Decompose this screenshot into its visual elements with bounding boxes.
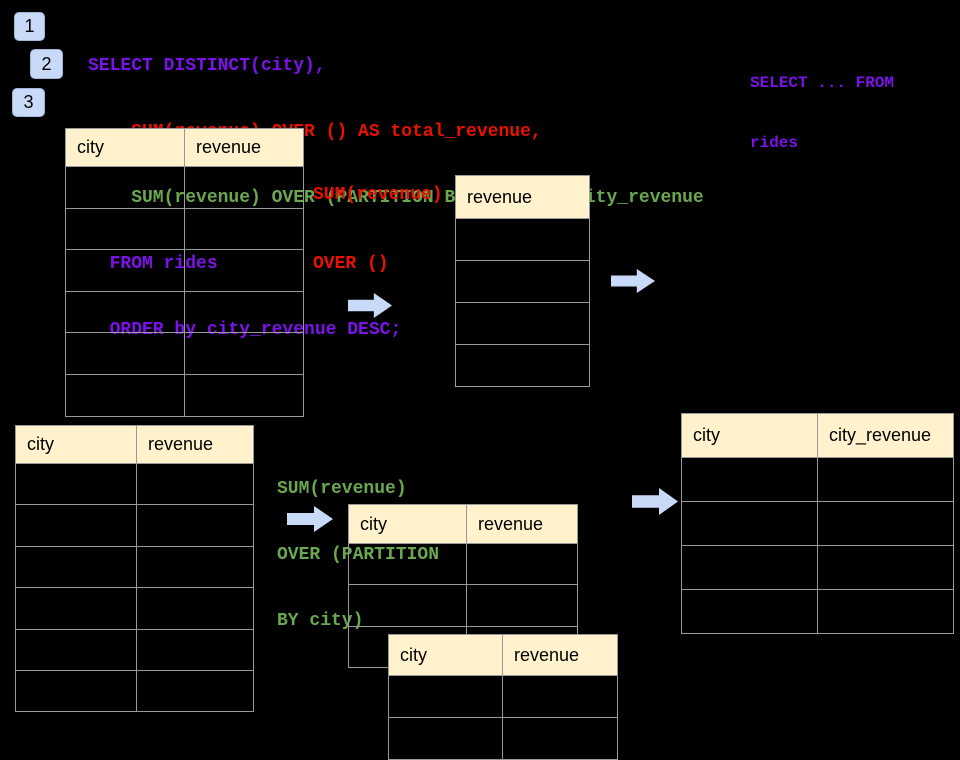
table-cell — [682, 502, 818, 546]
sql-line-from: FROM rides — [88, 254, 218, 274]
column-header-revenue: revenue — [467, 505, 578, 544]
table-cell — [349, 544, 467, 586]
table-source-rides-top: city revenue — [65, 128, 304, 417]
table-cell — [16, 629, 137, 671]
table-cell — [349, 585, 467, 627]
table-cell — [66, 250, 185, 292]
table-cell — [818, 546, 954, 590]
step-badge-2: 2 — [30, 49, 63, 79]
table-cell — [503, 718, 618, 760]
table-cell — [16, 588, 137, 630]
table-cell — [137, 546, 254, 589]
table-cell — [682, 590, 818, 634]
label-line: SUM(revenue) — [313, 185, 443, 205]
table-source-rides-bottom: city revenue — [15, 425, 254, 713]
table-cell — [503, 676, 618, 718]
table-cell — [16, 505, 137, 547]
label-line: SUM(revenue) — [277, 479, 407, 499]
column-header-revenue: revenue — [137, 426, 254, 464]
sql-line-select: SELECT DISTINCT(city), — [88, 56, 326, 76]
step-badge-1: 1 — [14, 12, 45, 41]
table-cell — [456, 303, 590, 345]
column-header-city: city — [682, 414, 818, 458]
table-total-revenue-result: revenue — [455, 175, 590, 387]
table-cell — [456, 261, 590, 303]
table-cell — [389, 718, 503, 760]
label-sum-over-all: SUM(revenue) OVER () — [313, 138, 443, 299]
table-cell — [66, 208, 185, 251]
table-cell — [137, 629, 254, 671]
table-cell — [185, 250, 304, 292]
table-cell — [682, 546, 818, 590]
table-cell — [818, 458, 954, 502]
table-cell — [137, 588, 254, 630]
table-cell — [185, 208, 304, 251]
step-badge-3: 3 — [12, 88, 45, 117]
table-cell — [456, 345, 590, 387]
sql-line-order: ORDER by city_revenue DESC; — [88, 320, 402, 340]
table-cell — [818, 502, 954, 546]
table-cell — [16, 546, 137, 589]
table-cell — [185, 291, 304, 334]
column-header-revenue: revenue — [503, 635, 618, 676]
table-partition-group-1: city revenue — [348, 504, 578, 668]
column-header-city-revenue: city_revenue — [818, 414, 954, 458]
table-cell — [16, 464, 137, 506]
table-city-revenue-result: city city_revenue — [681, 413, 954, 634]
flow-arrow-icon — [287, 506, 333, 532]
table-cell — [467, 544, 578, 586]
column-header-city: city — [66, 129, 185, 167]
label-sum-over-partition: SUM(revenue) OVER (PARTITION BY city) — [277, 434, 439, 654]
table-cell — [185, 167, 304, 209]
table-cell — [137, 670, 254, 713]
column-header-revenue: revenue — [185, 129, 304, 167]
table-cell — [66, 291, 185, 334]
snippet-line: rides — [750, 134, 799, 152]
table-cell — [389, 676, 503, 718]
table-cell — [682, 458, 818, 502]
table-cell — [185, 374, 304, 417]
column-header-city: city — [16, 426, 137, 464]
table-cell — [66, 374, 185, 417]
flow-arrow-icon — [611, 269, 655, 293]
flow-arrow-icon — [348, 293, 392, 318]
table-cell — [137, 505, 254, 547]
label-line: OVER (PARTITION — [277, 545, 440, 565]
table-partition-group-2: city revenue — [388, 634, 618, 760]
table-cell — [818, 590, 954, 634]
table-cell — [66, 167, 185, 209]
column-header-city: city — [349, 505, 467, 544]
column-header-revenue: revenue — [456, 176, 590, 219]
column-header-city: city — [389, 635, 503, 676]
table-cell — [467, 585, 578, 627]
snippet-line: SELECT ... FROM — [750, 74, 895, 92]
table-cell — [16, 670, 137, 713]
table-cell — [66, 333, 185, 375]
label-line: BY city) — [277, 611, 364, 631]
snippet-select-from-rides: SELECT ... FROM rides — [750, 33, 894, 173]
table-cell — [137, 464, 254, 506]
flow-arrow-icon — [632, 488, 678, 515]
table-cell — [185, 333, 304, 375]
label-line: OVER () — [313, 254, 389, 274]
table-cell — [456, 219, 590, 261]
